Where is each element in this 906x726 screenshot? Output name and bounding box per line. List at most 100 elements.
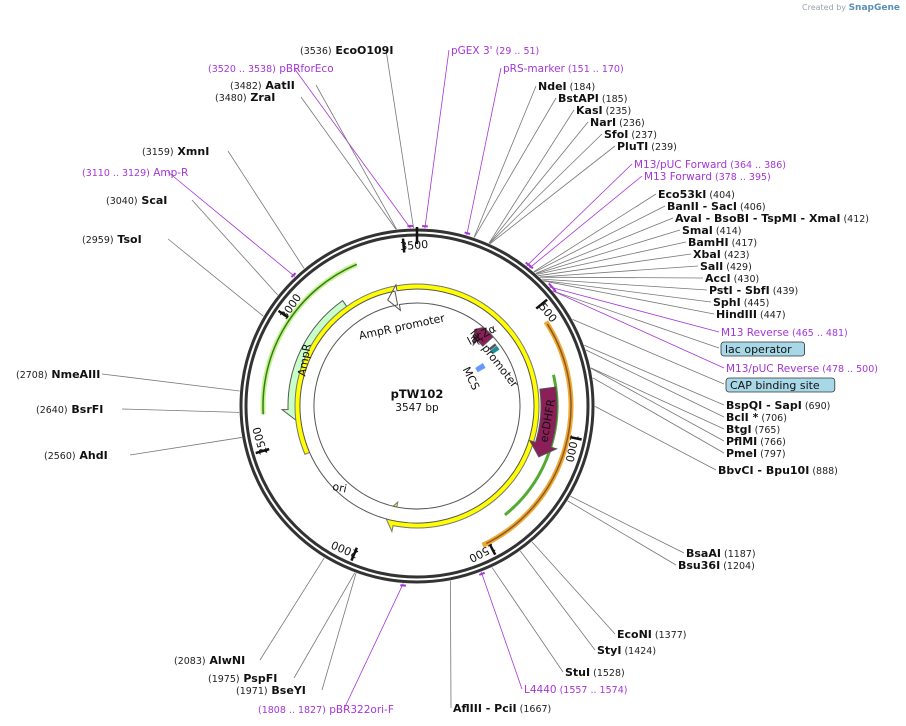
pos-text: (184) [567,82,596,93]
pos-text: (235) [603,106,632,117]
enzyme-label: (2560) AhdI [44,449,108,462]
leader-line [592,377,725,454]
enzyme-label: BanII - SacI (406) [667,200,766,213]
enzyme-label: AvaI - BsoBI - TspMI - XmaI (412) [675,212,869,225]
leader-line [343,583,404,710]
tick-label: 3500 [400,238,429,253]
enzyme-label: (2640) BsrFI [36,403,103,416]
name-text: AatII [262,79,295,92]
pos-text: (430) [731,274,760,285]
enzyme-label: KasI (235) [576,104,631,117]
name-text: HindIII [716,308,757,321]
name-text: BspQI - SapI [726,399,802,412]
name-text: SphI [713,296,741,309]
primer-mark [464,231,471,235]
leader-line [543,280,715,315]
ori-label: ori [331,480,348,496]
name-text: BsaAI [686,547,721,560]
pos-text: (2959) [82,235,114,246]
leader-line [533,193,657,273]
name-text: AlwNI [206,654,246,667]
credit-prefix: Created by [802,3,847,12]
ppos-text: (1557 .. 1574) [557,685,628,696]
pos-text: (706) [758,413,787,424]
leader-line [300,96,397,230]
ppos-text: (378 .. 395) [712,172,771,183]
enzyme-label: (3040) ScaI [106,194,167,207]
primer-label: M13/pUC Forward (364 .. 386) [634,159,786,171]
pos-text: (3040) [106,196,138,207]
enzyme-label: SphI (445) [713,296,769,309]
leader-line [259,557,325,661]
enzyme-label: PstI - SbfI (439) [709,284,798,297]
enzyme-label: XbaI (423) [693,248,749,261]
pos-text: (236) [616,118,645,129]
name-text: XbaI [693,248,721,261]
leader-line [473,85,537,238]
primer-text: L4440 [524,684,557,696]
name-text: AvaI - BsoBI - TspMI - XmaI [675,212,840,225]
name-text: PmeI [726,447,757,460]
pos-text: (414) [713,226,742,237]
enzyme-label: (2708) NmeAIII [16,368,100,381]
leader-line [552,290,720,349]
pos-text: (690) [802,401,831,412]
leader-line [101,373,240,392]
ampr-promoter-arrow [299,283,535,524]
pos-text: (185) [599,94,628,105]
ring-orange-outline [485,323,572,545]
primer-text: M13/pUC Reverse [726,363,819,375]
leader-line [321,573,357,691]
pos-text: (439) [770,286,799,297]
leader-line [473,97,557,238]
leader-line [590,367,725,442]
pos-text: (2640) [36,405,68,416]
enzyme-label: EcoNI (1377) [617,628,687,641]
leader-line [535,217,674,274]
enzyme-label: (1975) PspFI [208,672,277,685]
primer-label: M13 Reverse (465 .. 481) [721,327,848,339]
leader-line [539,265,699,278]
ppos-text: (364 .. 386) [727,160,786,171]
enzyme-label: PluTI (239) [617,140,677,153]
leader-line [539,276,704,279]
leader-line [570,495,685,554]
pos-text: (423) [721,250,750,261]
leader-line [531,541,616,635]
primer-label: (3110 .. 3129) Amp-R [82,167,188,179]
primer-text: pRS-marker [503,63,566,75]
leader-line [227,150,305,269]
enzyme-label: (3482) AatII [230,79,295,92]
enzyme-label: NdeI (184) [538,80,595,93]
primer-label: M13 Forward (378 .. 395) [644,171,771,183]
primer-text: M13/pUC Forward [634,159,727,171]
name-text: NdeI [538,80,567,93]
enzyme-label: SalI (429) [700,260,752,273]
enzyme-label: (1971) BseYI [236,684,306,697]
leader-line [594,406,717,471]
leader-line [489,145,616,245]
leader-line [543,280,712,303]
name-text: BanII - SacI [667,200,737,213]
enzyme-label: AflIII - PciI (1667) [453,702,551,715]
pos-text: (1204) [720,561,755,572]
snapgene-brand: SnapGene [848,3,900,13]
pos-text: (447) [757,310,786,321]
leader-line [293,67,411,229]
leader-line [536,229,681,275]
primer-label: pRS-marker (151 .. 170) [503,63,624,75]
leader-line [489,133,603,244]
leader-lines [101,49,725,710]
leader-line [541,278,708,291]
name-text: TsoI [114,233,142,246]
leader-line [529,175,643,269]
leader-line [129,437,242,456]
name-text: AhdI [76,449,108,462]
name-text: BbvCI - Bpu10I [718,464,809,477]
enzyme-label: BsaAI (1187) [686,547,756,560]
pos-text: (766) [757,437,786,448]
leader-line [584,344,725,406]
name-text: StuI [565,666,590,679]
